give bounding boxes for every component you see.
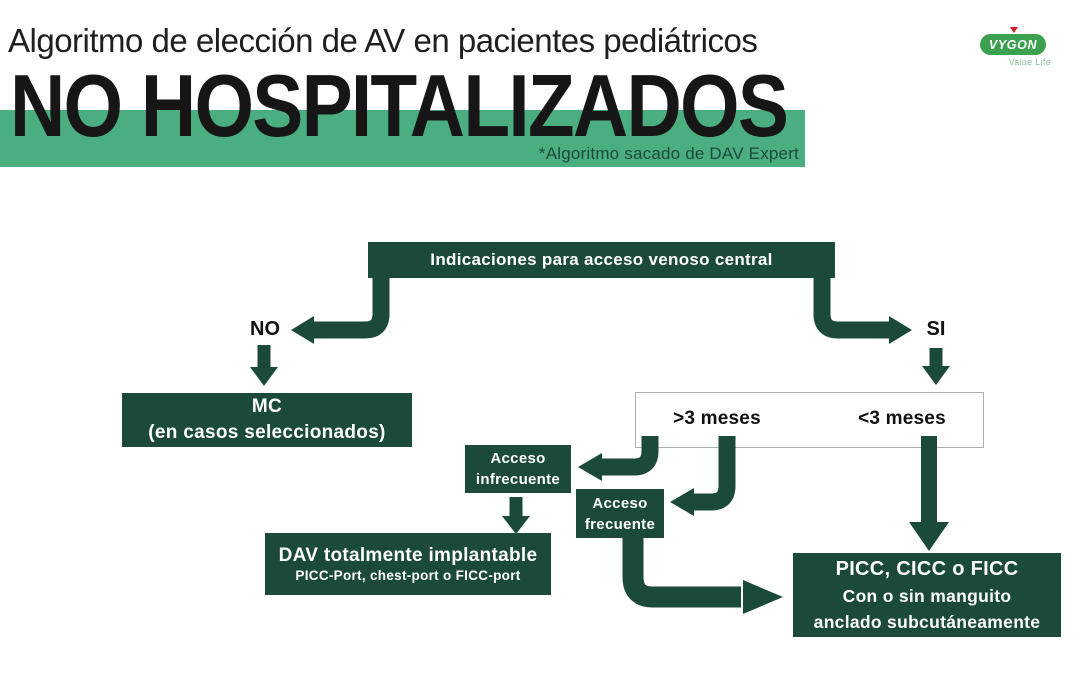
source-note: *Algoritmo sacado de DAV Expert <box>538 144 799 163</box>
node-infrequent-line1: Acceso <box>490 450 546 467</box>
arrowhead-right-picc-icon <box>743 580 783 614</box>
arrowhead-down-picc-icon <box>909 522 949 551</box>
arrowhead-right-si-icon <box>889 316 912 344</box>
node-picc-cicc-ficc: PICC, CICC o FICC Con o sin manguito anc… <box>793 553 1061 637</box>
logo-brand: VYGON <box>980 34 1046 55</box>
node-picc-line3: anclado subcutáneamente <box>813 611 1041 632</box>
node-frequent-line2: frecuente <box>584 515 656 533</box>
node-picc-line1: PICC, CICC o FICC <box>835 558 1019 581</box>
arrowhead-down-mc-icon <box>250 367 278 386</box>
branch-label-no: NO <box>250 318 280 340</box>
branch-label-si: SI <box>926 318 946 340</box>
node-dav-implantable: DAV totalmente implantable PICC-Port, ch… <box>265 533 551 595</box>
node-infrequent-line2: infrecuente <box>475 471 561 488</box>
connector-root-to-si <box>813 278 891 339</box>
logo-red-triangle-icon <box>1010 27 1018 33</box>
vygon-logo: VYGON Value Life <box>980 27 1052 67</box>
banner-title: NO HOSPITALIZADOS <box>10 56 789 155</box>
node-dav-line1: DAV totalmente implantable <box>278 545 538 566</box>
node-root-label: Indicaciones para acceso venoso central <box>430 250 773 269</box>
connector-older-to-frequent <box>692 436 736 511</box>
node-age-split: >3 meses <3 meses <box>635 392 984 448</box>
arrowhead-left-no-icon <box>291 316 314 344</box>
node-mc-line1: MC <box>251 396 283 418</box>
node-frequent-access: Acceso frecuente <box>576 489 664 538</box>
arrowhead-down-months-icon <box>922 366 950 385</box>
connector-older-to-infrequent <box>600 436 659 476</box>
node-frequent-line1: Acceso <box>592 494 648 512</box>
node-mc-line2: (en casos seleccionados) <box>148 422 386 443</box>
logo-tagline: Value Life <box>1008 57 1051 67</box>
node-dav-line2: PICC-Port, chest-port o FICC-port <box>295 568 521 583</box>
arrowhead-left-frequent-icon <box>670 488 694 516</box>
age-younger-label: <3 meses <box>858 408 946 429</box>
node-root-indications: Indicaciones para acceso venoso central <box>368 242 835 278</box>
page-title: Algoritmo de elección de AV en pacientes… <box>8 22 758 59</box>
arrowhead-left-infrequent-icon <box>578 453 602 481</box>
node-mc: MC (en casos seleccionados) <box>122 393 412 447</box>
green-highlight-band <box>0 110 805 167</box>
node-infrequent-access: Acceso infrecuente <box>465 445 571 493</box>
connector-root-to-no <box>312 278 390 339</box>
connector-frequent-to-picc <box>622 538 741 608</box>
age-older-label: >3 meses <box>673 408 761 429</box>
arrowhead-down-dav-icon <box>502 516 530 534</box>
node-picc-line2: Con o sin manguito <box>842 586 1012 607</box>
